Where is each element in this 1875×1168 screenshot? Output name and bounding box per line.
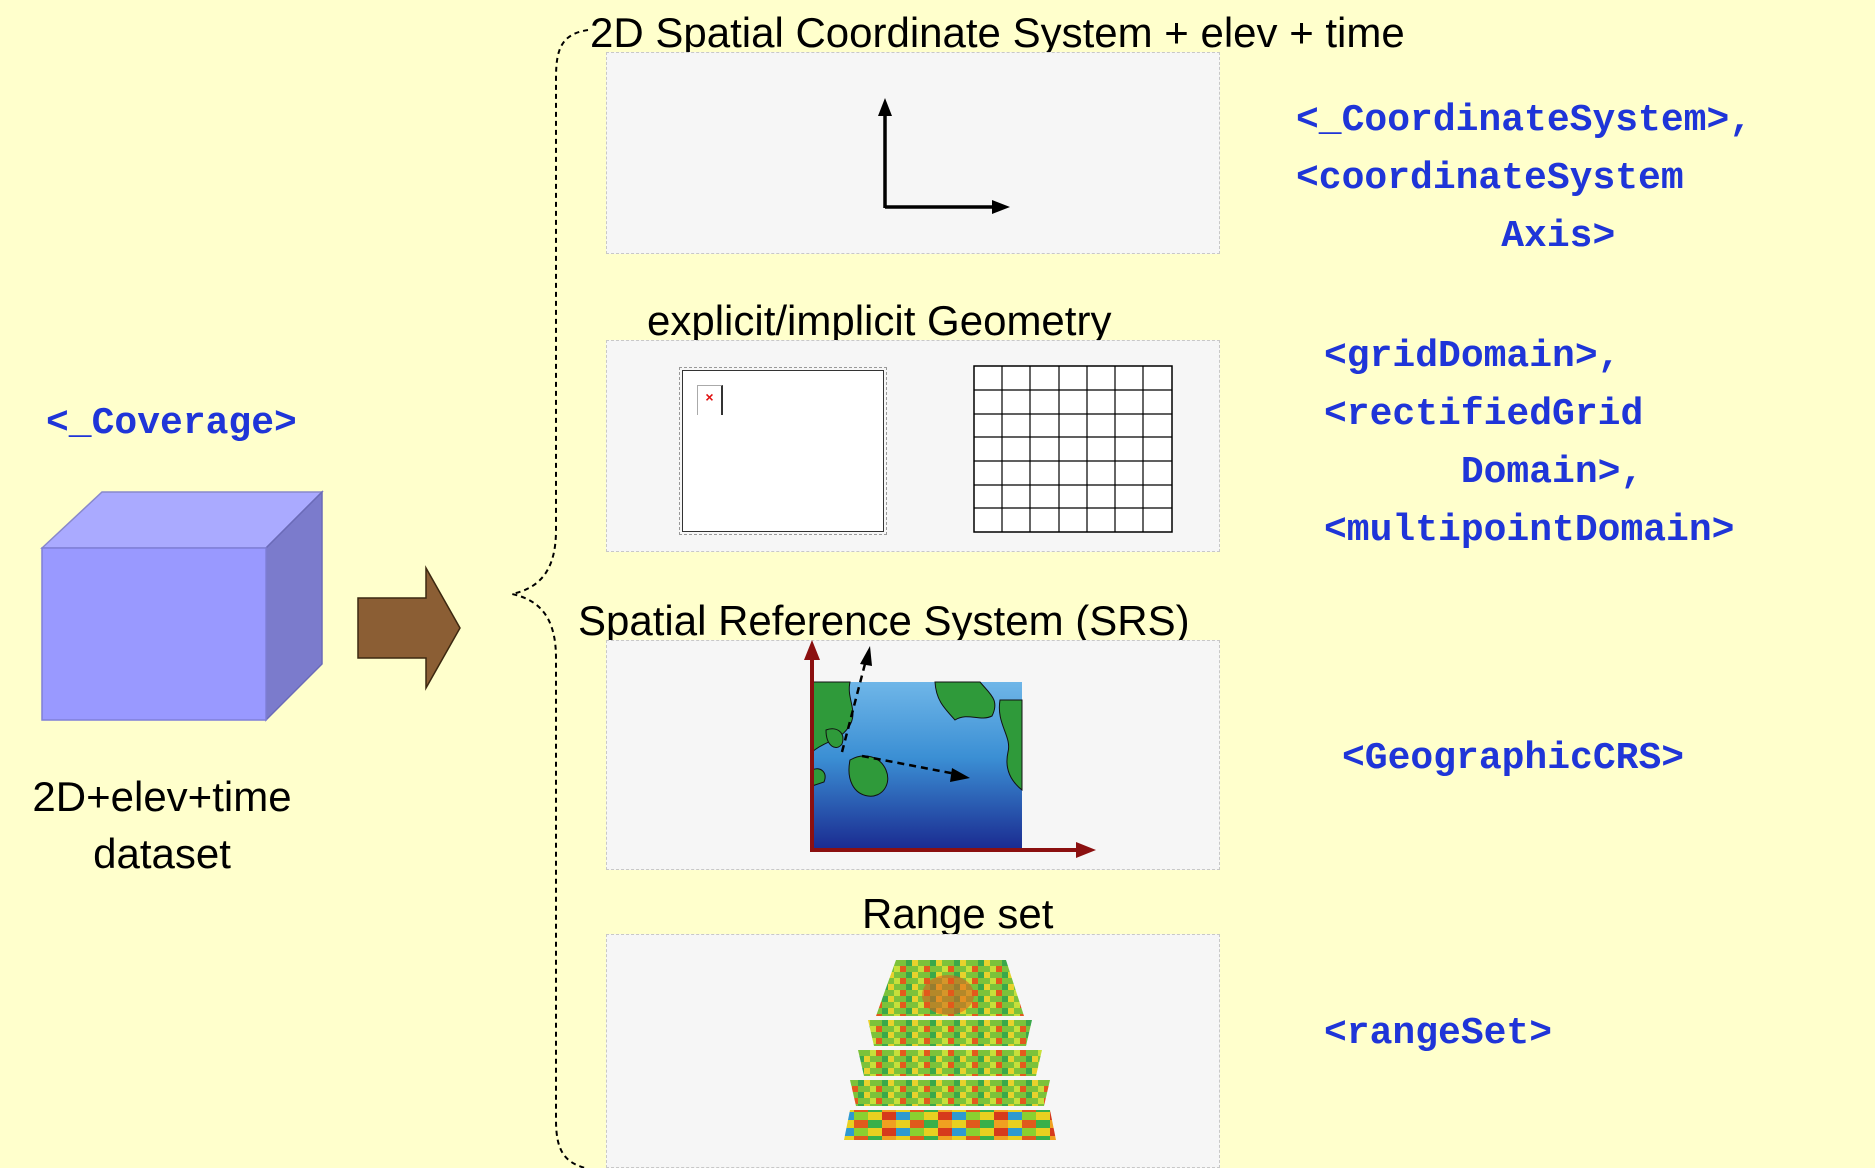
- srs-title: Spatial Reference System (SRS): [578, 597, 1190, 644]
- coordinate-system-tags: <_CoordinateSystem>, <coordinateSystem A…: [1296, 99, 1753, 258]
- srs-tags: <GeographicCRS>: [1342, 737, 1685, 780]
- range-set-panel: [606, 934, 1220, 1168]
- geometry-title: explicit/implicit Geometry: [647, 297, 1112, 344]
- coordinate-system-panel: [606, 52, 1220, 254]
- dataset-label-line2: dataset: [93, 830, 231, 877]
- range-set-title: Range set: [862, 890, 1054, 937]
- srs-panel: [606, 640, 1220, 870]
- geometry-tags: <gridDomain>, <rectifiedGrid Domain>, <m…: [1324, 335, 1735, 552]
- range-set-tags: <rangeSet>: [1324, 1012, 1553, 1055]
- explicit-geometry-box: [679, 367, 887, 535]
- broken-image-icon: ×: [697, 385, 723, 415]
- coverage-tag: <_Coverage>: [46, 402, 297, 445]
- dataset-label: 2D+elev+time dataset: [0, 768, 324, 882]
- coordinate-system-title: 2D Spatial Coordinate System + elev + ti…: [590, 9, 1405, 56]
- dataset-label-line1: 2D+elev+time: [32, 773, 292, 820]
